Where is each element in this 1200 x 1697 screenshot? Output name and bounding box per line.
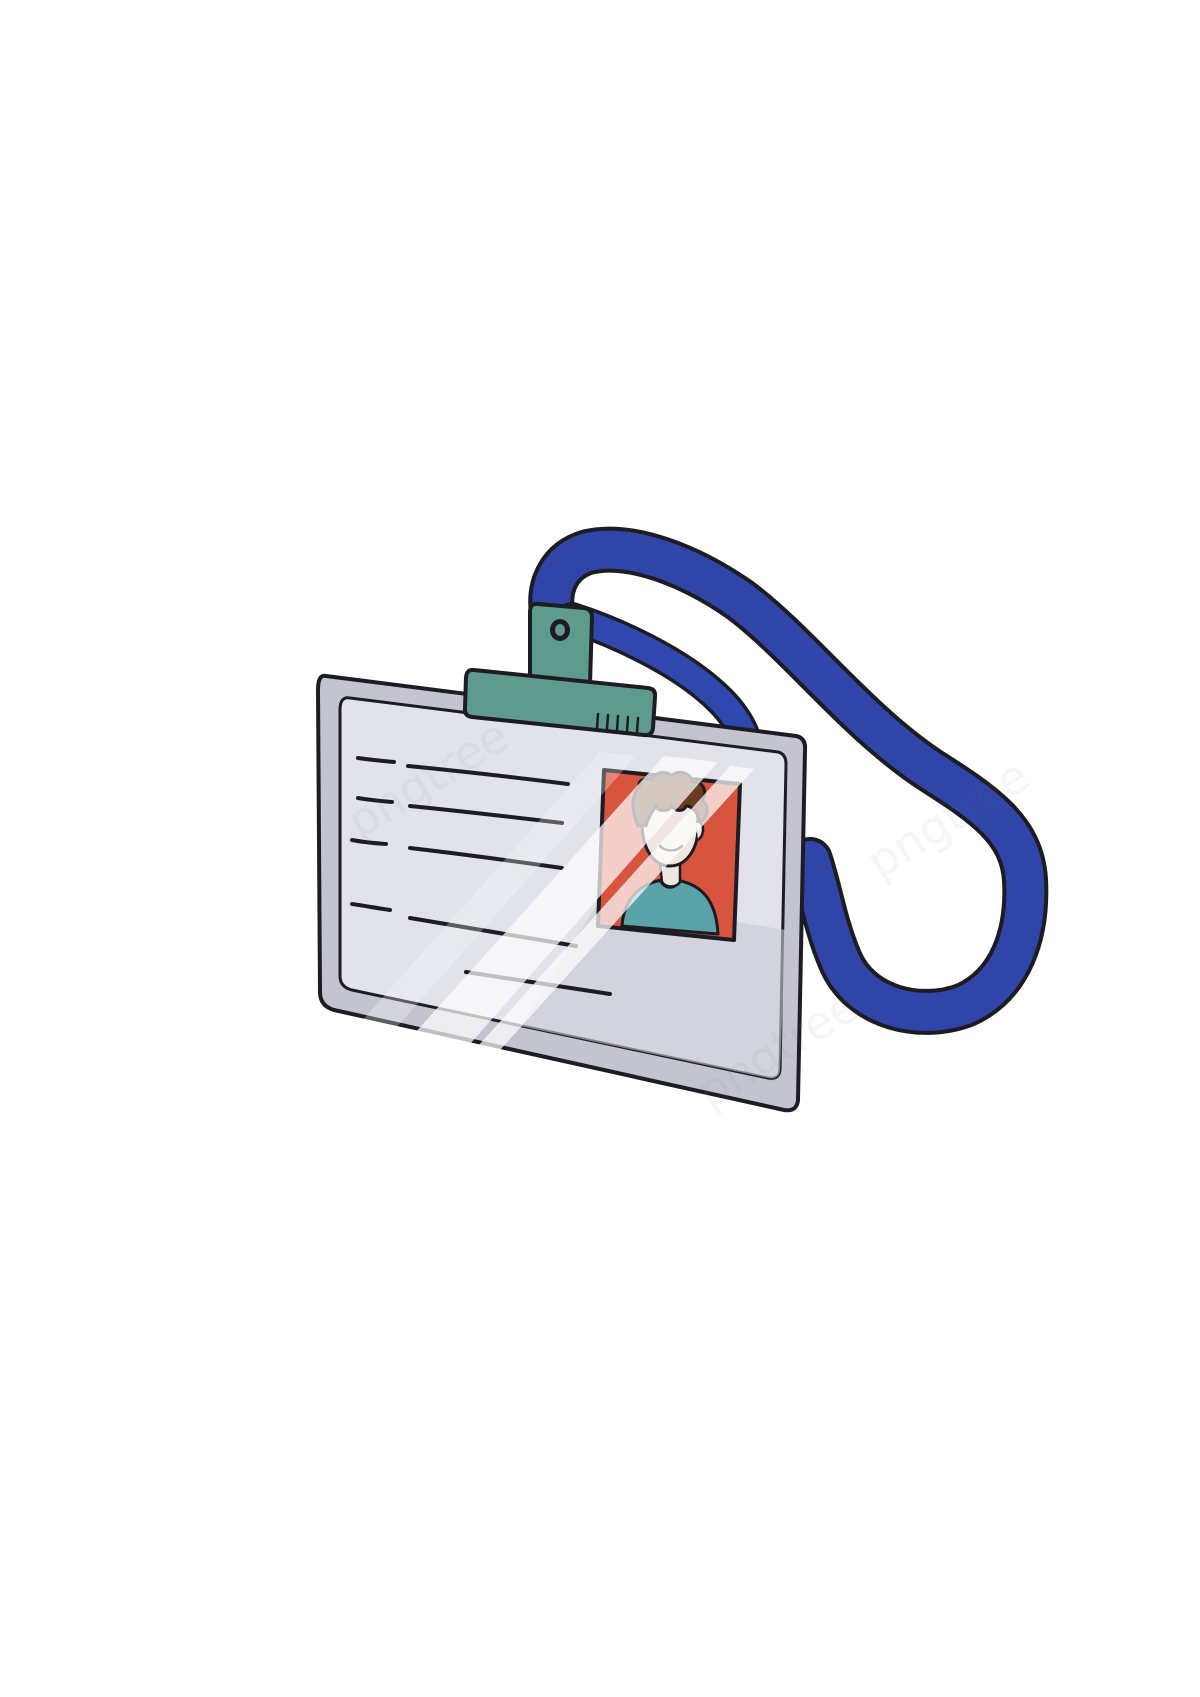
badge-clip (462, 601, 658, 738)
lanyard-strap (528, 526, 1049, 1035)
text-line (356, 796, 394, 804)
text-line (408, 846, 564, 870)
text-line (350, 902, 392, 912)
text-line (408, 804, 564, 825)
text-line (350, 838, 388, 846)
text-line (408, 916, 578, 948)
glass-reflection (362, 752, 754, 1050)
text-line (356, 756, 396, 764)
card-text-lines (350, 756, 612, 996)
text-line (406, 764, 570, 786)
